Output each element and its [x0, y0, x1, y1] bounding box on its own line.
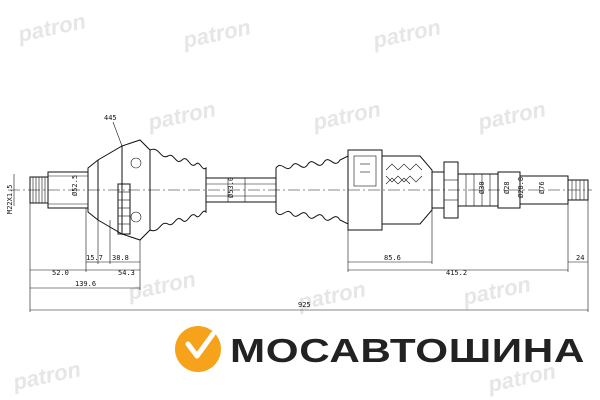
watermark-5: patron — [310, 96, 383, 135]
diameter-labels: M22X1.5 Ø52.5 Ø53.0 Ø30 Ø28 Ø28.8 Ø76 — [6, 174, 546, 214]
label-925: 925 — [298, 301, 311, 309]
watermark-2: patron — [180, 14, 253, 53]
label-15-7: 15.7 — [86, 254, 103, 262]
watermark-3: patron — [370, 14, 443, 53]
watermark-8: patron — [295, 276, 368, 315]
watermark-7: patron — [125, 266, 198, 305]
inner-stub-shaft — [457, 171, 589, 209]
outer-cv-joint — [29, 139, 151, 241]
extension-lines — [29, 200, 589, 312]
label-85-6: 85.6 — [384, 254, 401, 262]
label-d28: Ø28 — [503, 181, 511, 194]
label-m22: M22X1.5 — [6, 184, 14, 214]
watermark-9: patron — [460, 271, 533, 310]
label-54-3: 54.3 — [118, 269, 135, 277]
watermark-4: patron — [145, 96, 218, 135]
brand-name: МОСАВТОШИНА — [230, 332, 585, 369]
watermark-1: patron — [15, 8, 88, 47]
label-d52-5: Ø52.5 — [71, 175, 79, 196]
dim-445: 445 — [104, 114, 123, 147]
label-52-0: 52.0 — [52, 269, 69, 277]
label-d30: Ø30 — [478, 181, 486, 194]
brand-check-icon — [185, 331, 216, 359]
label-24: 24 — [576, 254, 584, 262]
label-415-2: 415.2 — [446, 269, 467, 277]
label-445: 445 — [104, 114, 117, 122]
dimension-lines: 15.7 38.8 52.0 54.3 139.6 85.6 415.2 24 … — [30, 254, 588, 311]
watermark-10: patron — [10, 356, 83, 395]
label-38-8: 38.8 — [112, 254, 129, 262]
label-d28-8: Ø28.8 — [517, 177, 525, 198]
label-139-6: 139.6 — [75, 280, 96, 288]
brand-logo: МОСАВТОШИНА — [175, 326, 585, 372]
watermark-6: patron — [475, 96, 548, 135]
label-d53-0: Ø53.0 — [227, 177, 235, 198]
label-d76: Ø76 — [538, 181, 546, 194]
